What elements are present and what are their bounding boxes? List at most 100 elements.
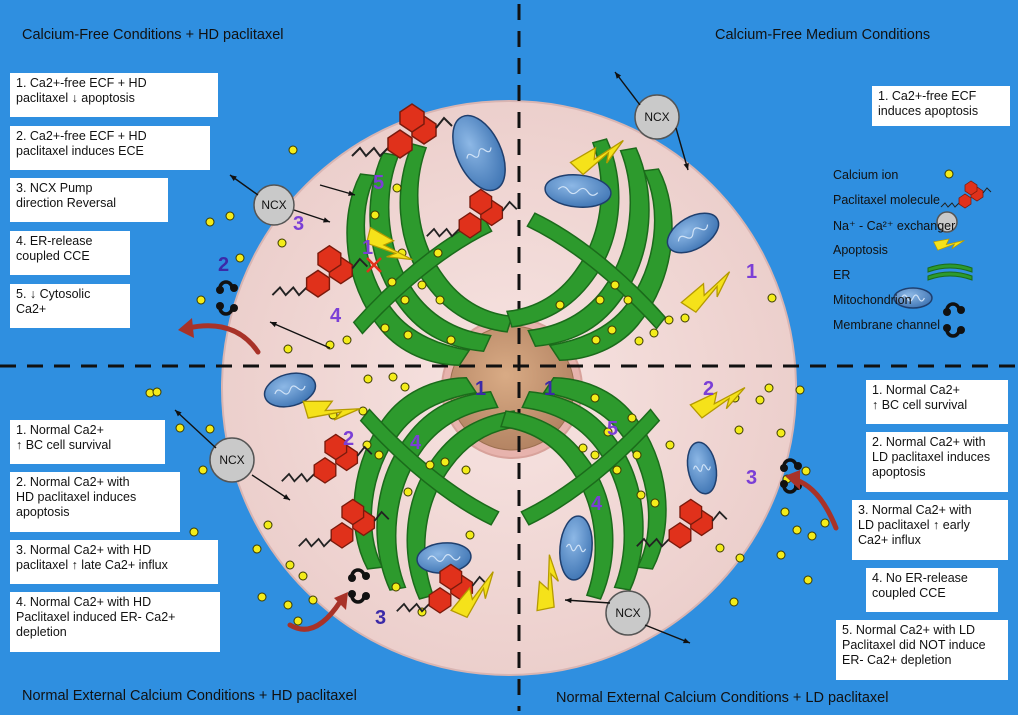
calcium-ion [294,617,302,625]
title-bottom-left: Normal External Calcium Conditions + HD … [22,688,357,704]
calcium-ion [596,296,604,304]
calcium-ion [253,545,261,553]
channel-node [780,464,788,472]
title-top-right: Calcium-Free Medium Conditions [715,27,930,43]
legend-er: ER [833,268,850,282]
calcium-ion [666,441,674,449]
channel-node [216,302,224,310]
marker-tl-5: 5 [373,172,384,195]
arrowhead [230,175,237,181]
note-top-left-2: 2. Ca2+-free ECF + HD paclitaxel induces… [10,126,210,170]
note-bottom-left-1: 1. Normal Ca2+ ↑ BC cell survival [10,420,165,464]
calcium-ion [462,466,470,474]
calcium-ion [651,499,659,507]
calcium-ion [665,316,673,324]
calcium-ion [389,373,397,381]
marker-tr-1: 1 [746,261,757,284]
ncx-exchanger: NCX [635,95,679,139]
legend-er-shape [928,264,972,272]
channel-node [348,590,356,598]
calcium-ion [278,239,286,247]
marker-bl-2: 2 [343,428,354,451]
calcium-ion [777,429,785,437]
ncx-exchanger: NCX [210,438,254,482]
calcium-ion [401,296,409,304]
channel-node [794,462,802,470]
calcium-ion [404,331,412,339]
paclitaxel-ring [959,194,971,208]
calcium-ion [364,375,372,383]
calcium-ion [556,301,564,309]
calcium-ion [716,544,724,552]
note-bottom-right-1: 1. Normal Ca2+ ↑ BC cell survival [866,380,1008,424]
note-bottom-left-2: 2. Normal Ca2+ with HD paclitaxel induce… [10,472,180,532]
calcium-ion [436,296,444,304]
calcium-ion [777,551,785,559]
calcium-ion [426,461,434,469]
calcium-ion [176,424,184,432]
calcium-ion [736,554,744,562]
ncx-label: NCX [615,606,640,620]
calcium-ion [808,532,816,540]
marker-tl-4: 4 [330,305,341,328]
arrowhead [683,638,690,643]
calcium-ion [393,184,401,192]
calcium-ion [258,593,266,601]
calcium-ion [624,296,632,304]
calcium-ion [821,519,829,527]
calcium-ion [730,598,738,606]
note-bottom-right-3: 3. Normal Ca2+ with LD paclitaxel ↑ earl… [852,500,1008,560]
channel-node [780,480,788,488]
calcium-ion [768,294,776,302]
legend-apoptosis-icon [934,239,965,250]
calcium-ion [628,414,636,422]
marker-bl-4: 4 [410,432,421,455]
calcium-ion [781,508,789,516]
marker-bl-3: 3 [375,607,386,630]
marker-tl-3: 3 [293,213,304,236]
legend-channel-icon [943,304,965,336]
calcium-ion [608,326,616,334]
calcium-ion [591,451,599,459]
ncx-label: NCX [219,453,244,467]
channel-node [348,574,356,582]
marker-br-4: 4 [591,493,602,516]
title-bottom-right: Normal External Calcium Conditions + LD … [556,690,888,706]
calcium-ion [190,528,198,536]
red-arrowhead [178,318,194,338]
calcium-ion [802,467,810,475]
calcium-ion [796,386,804,394]
paclitaxel-molecule [941,181,991,208]
calcium-ion [388,278,396,286]
calcium-ion [197,296,205,304]
note-bottom-right-2: 2. Normal Ca2+ with LD paclitaxel induce… [866,432,1008,492]
calcium-ion [289,146,297,154]
calcium-ion [447,336,455,344]
legend-er-shape [928,272,972,280]
legend-calcium-icon [945,170,953,178]
calcium-ion [650,329,658,337]
calcium-ion [286,561,294,569]
legend-calcium-ion: Calcium ion [833,168,898,182]
calcium-ion [434,249,442,257]
calcium-ion [226,212,234,220]
calcium-ion [579,444,587,452]
marker-br-5: 5 [607,418,618,441]
note-bottom-right-5: 5. Normal Ca2+ with LD Paclitaxel did NO… [836,620,1008,680]
calcium-ion [375,451,383,459]
calcium-ion [793,526,801,534]
calcium-ion [611,281,619,289]
calcium-ion [765,384,773,392]
calcium-ion [236,254,244,262]
calcium-ion [681,314,689,322]
channel-node [957,306,965,314]
calcium-ion [206,218,214,226]
marker-tl-2: 2 [218,254,229,277]
red-arrow-bottom-right [796,480,836,528]
channel-node [943,324,951,332]
note-top-left-3: 3. NCX Pump direction Reversal [10,178,168,222]
calcium-ion [637,491,645,499]
channel-node [216,286,224,294]
calcium-ion [635,337,643,345]
